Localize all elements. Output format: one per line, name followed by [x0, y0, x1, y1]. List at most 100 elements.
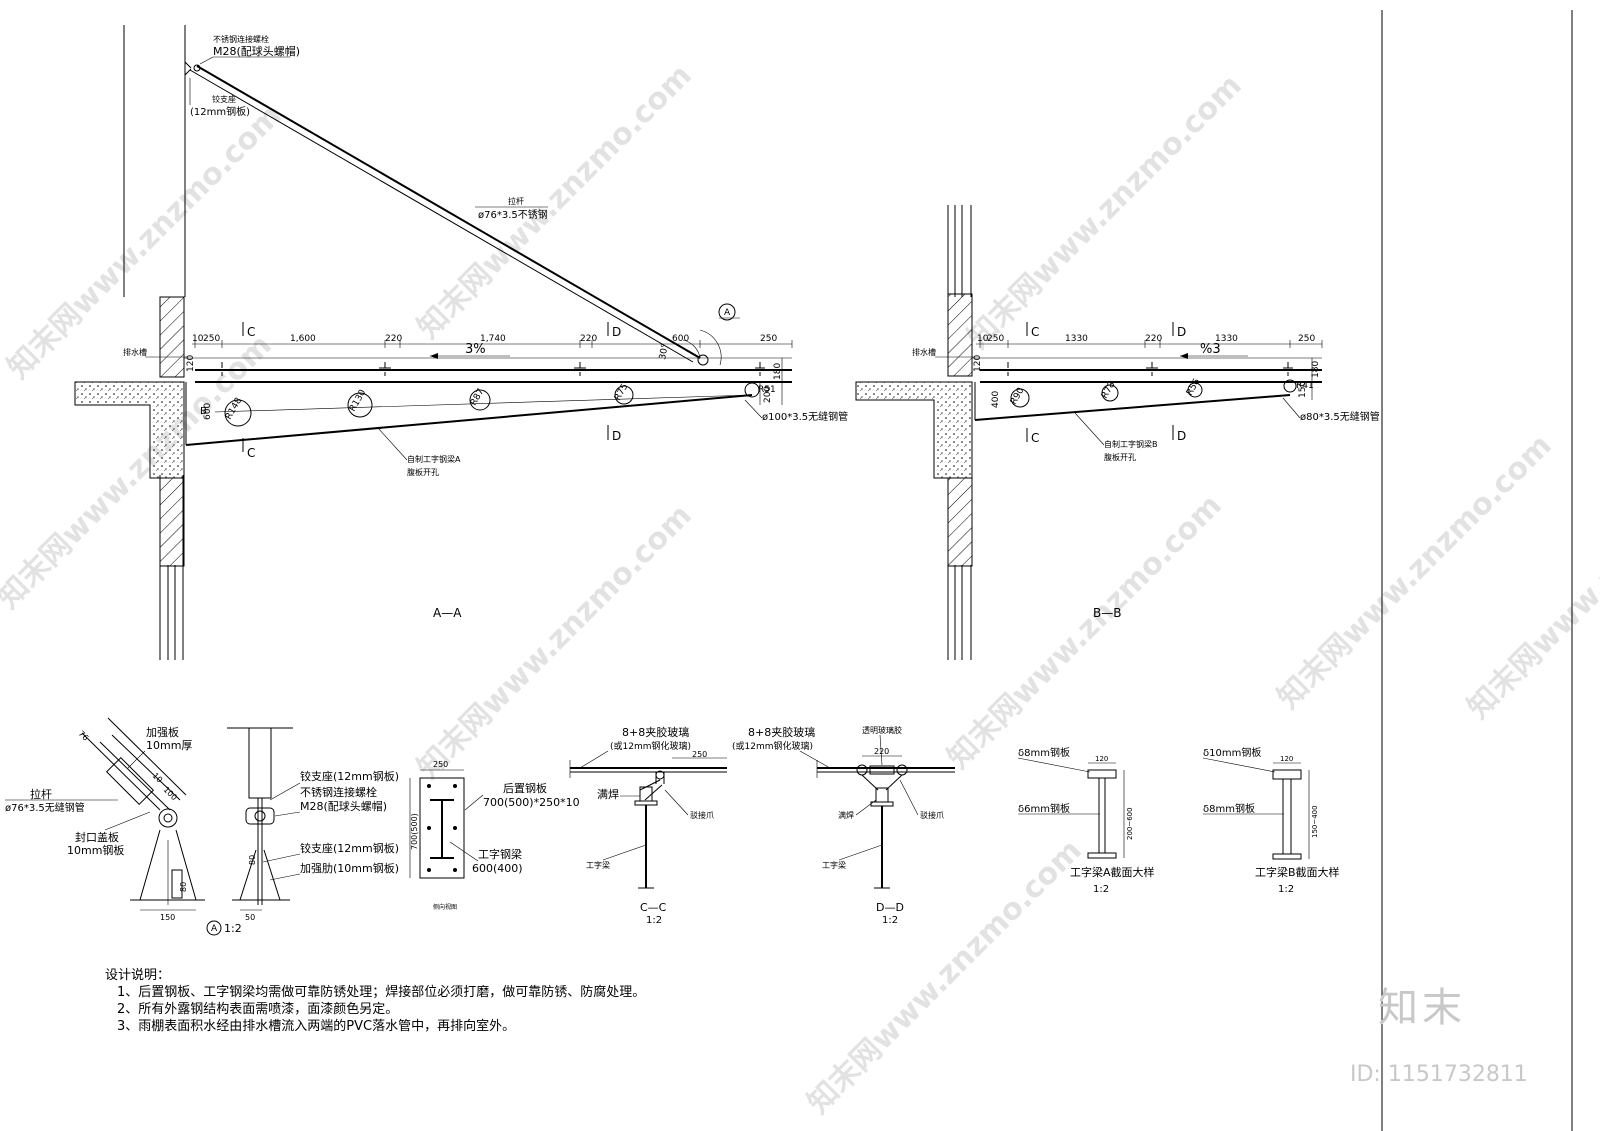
- svg-text:加强板: 加强板: [146, 725, 179, 739]
- svg-text:180: 180: [1311, 361, 1321, 378]
- svg-text:1330: 1330: [1065, 334, 1088, 344]
- section-title: 工字梁B截面大样: [1255, 865, 1340, 879]
- svg-text:B: B: [200, 406, 207, 417]
- beam-label: 自制工字钢梁A: [407, 454, 461, 464]
- section-title: 工字梁A截面大样: [1070, 865, 1155, 879]
- watermark: 知末网www.znzmo.com: [801, 833, 1089, 1121]
- section-c-c: 250 8+8夹胶玻璃 (或12mm钢化玻璃) 满焊 驳接爪 工字梁 C—C 1…: [569, 725, 727, 926]
- svg-text:透明玻璃胶: 透明玻璃胶: [862, 725, 902, 735]
- note-item: 3、雨棚表面积水经由排水槽流入两端的PVC落水管中，再排向室外。: [117, 1019, 516, 1034]
- svg-text:C: C: [1031, 431, 1039, 445]
- svg-text:150~400: 150~400: [1311, 805, 1319, 838]
- svg-text:200~600: 200~600: [1126, 807, 1134, 840]
- hinge-label: 铰支座: [212, 94, 236, 104]
- svg-text:250: 250: [692, 750, 707, 759]
- wall-hatch: [159, 477, 185, 567]
- svg-text:10mm钢板: 10mm钢板: [67, 843, 124, 857]
- rod-spec-label: ø76*3.5不锈钢: [478, 208, 548, 221]
- watermark: 知末网www.znzmo.com: [941, 488, 1229, 776]
- section-title: C—C: [640, 901, 667, 914]
- drain-label: 排水槽: [123, 347, 147, 357]
- svg-text:1:2: 1:2: [1278, 884, 1294, 895]
- svg-text:铰支座(12mm钢板): 铰支座(12mm钢板): [300, 841, 399, 855]
- svg-text:D: D: [612, 429, 621, 443]
- pipe-label: ø80*3.5无缝钢管: [1300, 410, 1380, 423]
- svg-text:D: D: [612, 325, 621, 339]
- svg-text:220: 220: [580, 334, 597, 344]
- svg-text:250: 250: [203, 334, 220, 344]
- section-b-b: R90 R78 R56 R41 10 250 1330 220 1330 250…: [855, 205, 1380, 660]
- embedded-plate-view: 250 700(500) 后置钢板 700(500)*250*10 工字钢梁 6…: [409, 760, 580, 911]
- svg-text:200: 200: [763, 386, 773, 403]
- section-a-a: R148 R130 R87 R75 R51 10 250 1,600 220 1: [74, 25, 848, 660]
- svg-text:C: C: [1031, 325, 1039, 339]
- svg-text:220: 220: [385, 334, 402, 344]
- wall-hatch: [159, 296, 185, 378]
- watermark: 知末网www.znzmo.com: [0, 328, 279, 616]
- note-item: 1、后置钢板、工字钢梁均需做可靠防锈处理；焊接部位必须打磨，做可靠防锈、防腐处理…: [117, 985, 646, 1000]
- beam-b-section: 120 150~400 δ10mm钢板 δ8mm钢板 工字梁B截面大样 1:2: [1202, 746, 1340, 895]
- svg-text:C: C: [247, 325, 255, 339]
- svg-text:220: 220: [1145, 334, 1162, 344]
- svg-text:R130: R130: [348, 388, 369, 414]
- section-title: B—B: [1093, 606, 1121, 620]
- design-notes: 设计说明： 1、后置钢板、工字钢梁均需做可靠防锈处理；焊接部位必须打磨，做可靠防…: [105, 967, 645, 1035]
- wall-hatch: [947, 477, 973, 567]
- slope-label: 3%: [465, 342, 486, 357]
- svg-text:不锈钢连接螺栓: 不锈钢连接螺栓: [300, 785, 377, 799]
- detail-a: 80 150 76 10 100 加强板 10mm厚 拉杆 ø76*3.5无缝钢…: [5, 717, 242, 936]
- svg-text:150: 150: [160, 913, 175, 922]
- svg-text:R90: R90: [1009, 386, 1027, 407]
- watermark-layer: 知末网www.znzmo.com 知末网www.znzmo.com 知末网www…: [0, 58, 1600, 1121]
- svg-text:1:2: 1:2: [646, 915, 662, 926]
- svg-text:驳接爪: 驳接爪: [690, 810, 714, 820]
- svg-text:拉杆: 拉杆: [30, 787, 52, 801]
- svg-text:(或12mm钢化玻璃): (或12mm钢化玻璃): [610, 740, 691, 752]
- svg-text:250: 250: [1298, 334, 1315, 344]
- section-cut-marks: C C D D: [242, 322, 621, 460]
- svg-text:C: C: [247, 446, 255, 460]
- svg-text:220: 220: [874, 747, 889, 756]
- svg-text:120: 120: [973, 355, 983, 372]
- svg-text:250: 250: [433, 760, 448, 769]
- svg-text:1:2: 1:2: [224, 922, 242, 935]
- detail-side-hinge: 80 50 铰支座(12mm钢板) 不锈钢连接螺栓 M28(配球头螺帽) 铰支座…: [227, 727, 399, 922]
- bolt-size-label: M28(配球头螺帽): [213, 44, 300, 58]
- svg-text:工字梁: 工字梁: [586, 860, 610, 870]
- svg-text:400: 400: [991, 391, 1001, 408]
- web-holes-label: 腹板开孔: [1104, 452, 1136, 462]
- svg-text:1,740: 1,740: [480, 334, 506, 344]
- svg-text:后置钢板: 后置钢板: [503, 781, 547, 795]
- svg-text:600(400): 600(400): [472, 862, 523, 875]
- slope-label: %3: [1200, 342, 1221, 357]
- svg-text:(或12mm钢化玻璃): (或12mm钢化玻璃): [732, 740, 813, 752]
- svg-text:120: 120: [1095, 755, 1108, 763]
- svg-text:700(500)*250*10: 700(500)*250*10: [483, 796, 580, 809]
- image-id-watermark: ID: 1151732811: [1350, 1062, 1528, 1087]
- svg-text:δ8mm钢板: δ8mm钢板: [1018, 746, 1070, 759]
- svg-text:600: 600: [672, 334, 689, 344]
- svg-text:50: 50: [245, 913, 255, 922]
- slab-concrete: [855, 381, 973, 479]
- wall-hatch: [947, 293, 973, 377]
- svg-text:30°: 30°: [658, 343, 671, 360]
- svg-text:250: 250: [760, 334, 777, 344]
- svg-text:100: 100: [162, 785, 179, 802]
- svg-text:M28(配球头螺帽): M28(配球头螺帽): [300, 799, 387, 813]
- svg-text:R78: R78: [1100, 380, 1118, 401]
- svg-text:8+8夹胶玻璃: 8+8夹胶玻璃: [622, 725, 689, 739]
- svg-text:80: 80: [248, 855, 257, 865]
- svg-text:加强肋(10mm钢板): 加强肋(10mm钢板): [300, 861, 399, 875]
- svg-text:满焊: 满焊: [838, 810, 854, 820]
- svg-text:1:2: 1:2: [882, 915, 898, 926]
- svg-text:驳接爪: 驳接爪: [920, 810, 944, 820]
- note-item: 2、所有外露钢结构表面需喷漆，面漆颜色另定。: [117, 1002, 399, 1017]
- hinge-plate-label: (12mm钢板): [190, 105, 250, 118]
- svg-text:250: 250: [987, 334, 1004, 344]
- svg-text:120: 120: [1280, 755, 1293, 763]
- svg-text:R51: R51: [758, 385, 776, 395]
- svg-text:排水槽: 排水槽: [912, 347, 936, 357]
- beam-a-section: 120 200~600 δ8mm钢板 δ6mm钢板 工字梁A截面大样 1:2: [1017, 746, 1155, 895]
- watermark: 知末网www.znzmo.com: [411, 58, 699, 346]
